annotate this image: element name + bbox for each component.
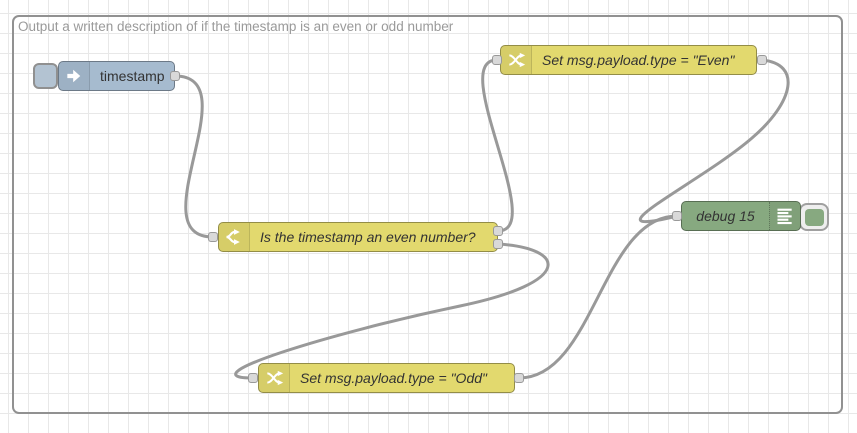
group-box[interactable] <box>12 15 843 414</box>
wire-change-odd-to-debug[interactable] <box>517 214 679 380</box>
change-odd-output-port[interactable] <box>514 373 524 383</box>
node-label: Set msg.payload.type = "Odd" <box>300 370 487 386</box>
wire-change-even-to-debug[interactable] <box>638 58 790 224</box>
change-shuffle-icon <box>259 364 290 392</box>
node-switch-even-check[interactable]: Is the timestamp an even number? <box>218 222 498 252</box>
inject-output-port[interactable] <box>170 71 180 81</box>
group-label: Output a written description of if the t… <box>18 19 454 34</box>
switch-fork-icon <box>219 223 250 251</box>
node-change-even[interactable]: Set msg.payload.type = "Even" <box>500 45 757 75</box>
debug-lines-icon <box>769 202 800 230</box>
node-debug-15[interactable]: debug 15 <box>681 201 801 231</box>
node-inject-timestamp[interactable]: timestamp <box>58 61 175 91</box>
inject-arrow-icon <box>59 62 90 90</box>
node-label: Is the timestamp an even number? <box>260 229 476 245</box>
inject-trigger-button[interactable] <box>33 63 58 89</box>
wire-switch-to-change-odd[interactable] <box>234 242 550 380</box>
debug-toggle-indicator <box>804 208 824 226</box>
wire-switch-to-change-even[interactable] <box>481 58 514 233</box>
node-label: debug 15 <box>696 208 755 224</box>
node-label: Set msg.payload.type = "Even" <box>542 52 735 68</box>
switch-output-port-1[interactable] <box>493 226 503 236</box>
switch-input-port[interactable] <box>208 232 218 242</box>
change-even-input-port[interactable] <box>492 55 502 65</box>
wire-inject-to-switch[interactable] <box>173 74 215 239</box>
node-label: timestamp <box>100 68 165 84</box>
debug-toggle-button[interactable] <box>799 203 829 231</box>
debug-input-port[interactable] <box>672 211 682 221</box>
change-even-output-port[interactable] <box>757 55 767 65</box>
change-shuffle-icon <box>501 46 532 74</box>
node-change-odd[interactable]: Set msg.payload.type = "Odd" <box>258 363 515 393</box>
switch-output-port-2[interactable] <box>493 239 503 249</box>
change-odd-input-port[interactable] <box>248 373 258 383</box>
